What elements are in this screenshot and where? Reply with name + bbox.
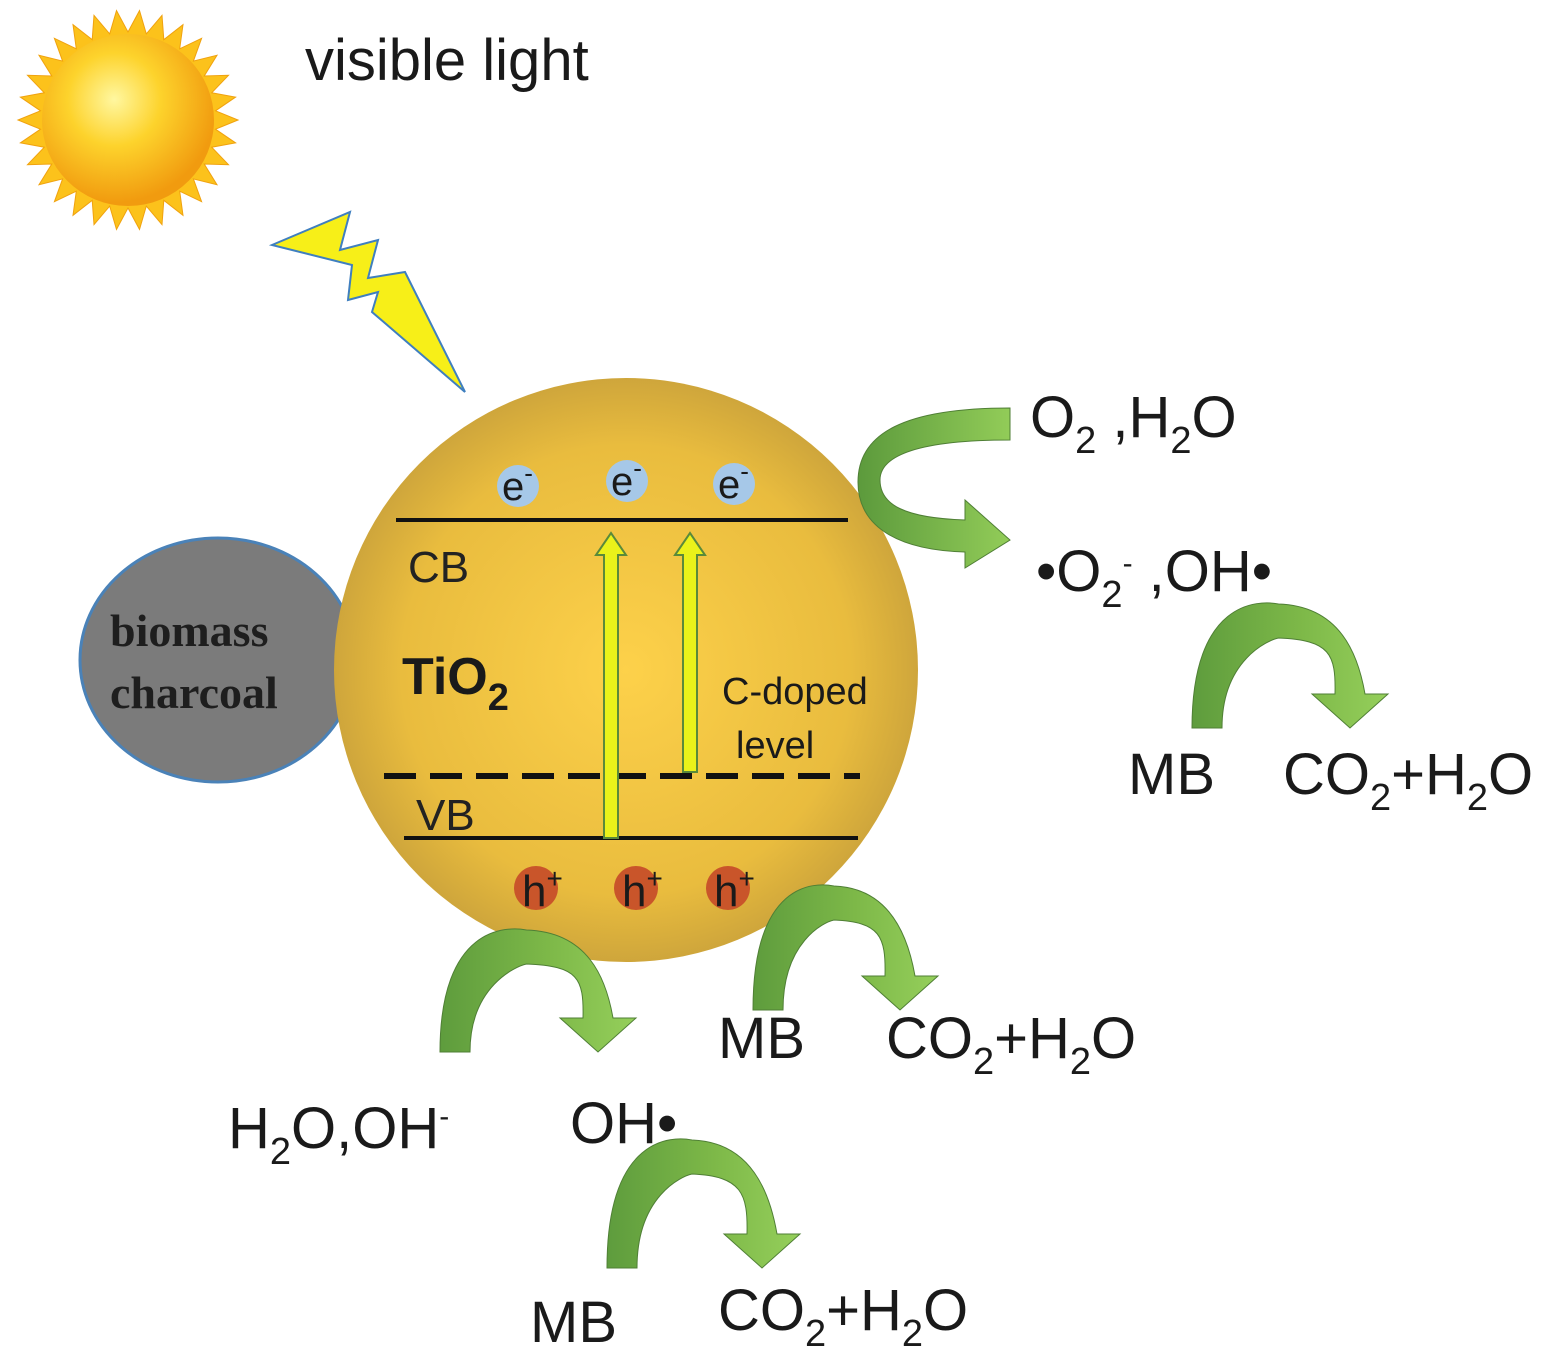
vb-label: VB [416,791,475,840]
products-label-right: CO2+H2O [1283,742,1533,819]
excitation-arrow-doped [673,531,707,773]
curved-arrow [752,884,940,1011]
excitation-arrow-vb [594,531,628,839]
lightning-bolt-icon [268,210,466,393]
curved-arrow [439,928,638,1053]
tio2-particle: CB VB TiO2 C-doped level e- e- e- h+ h+ [334,378,918,962]
mb-label-right: MB [1128,742,1215,807]
cb-label: CB [408,543,469,592]
electron: e- [497,458,539,509]
c-doped-level-label: level [736,725,814,767]
charcoal-label-line2: charcoal [110,667,278,718]
svg-text:e-: e- [718,456,749,507]
hole: h+ [514,863,563,916]
biomass-charcoal-support: biomass charcoal [78,536,358,784]
hydroxyl-radical-label: OH• [570,1091,677,1156]
curved-arrow [1191,602,1390,729]
mb-label-bottom: MB [530,1290,617,1355]
sun-icon [16,9,240,231]
svg-text:h+: h+ [522,863,563,916]
electron: e- [713,456,755,507]
oxygen-water-label: O2 ,H2O [1030,385,1237,462]
visible-light-label: visible light [305,28,589,93]
reduction-arrow [857,407,1011,569]
mb-label-middle: MB [718,1006,805,1071]
svg-text:h+: h+ [714,863,755,916]
tio2-label: TiO2 [402,648,509,719]
degradation-arrows [439,602,1390,1269]
hole: h+ [706,863,755,916]
hole: h+ [614,863,663,916]
products-label-bottom: CO2+H2O [718,1278,968,1355]
svg-text:e-: e- [502,458,533,509]
svg-text:h+: h+ [622,863,663,916]
svg-text:e-: e- [611,453,642,504]
radicals-label: •O2- ,OH• [1036,539,1272,616]
products-label-middle: CO2+H2O [886,1006,1136,1083]
curved-arrow [606,1138,802,1269]
electron: e- [606,453,648,504]
charcoal-label-line1: biomass [110,605,268,656]
water-hydroxide-label: H2O,OH- [228,1096,449,1173]
c-doped-label: C-doped [722,671,868,713]
